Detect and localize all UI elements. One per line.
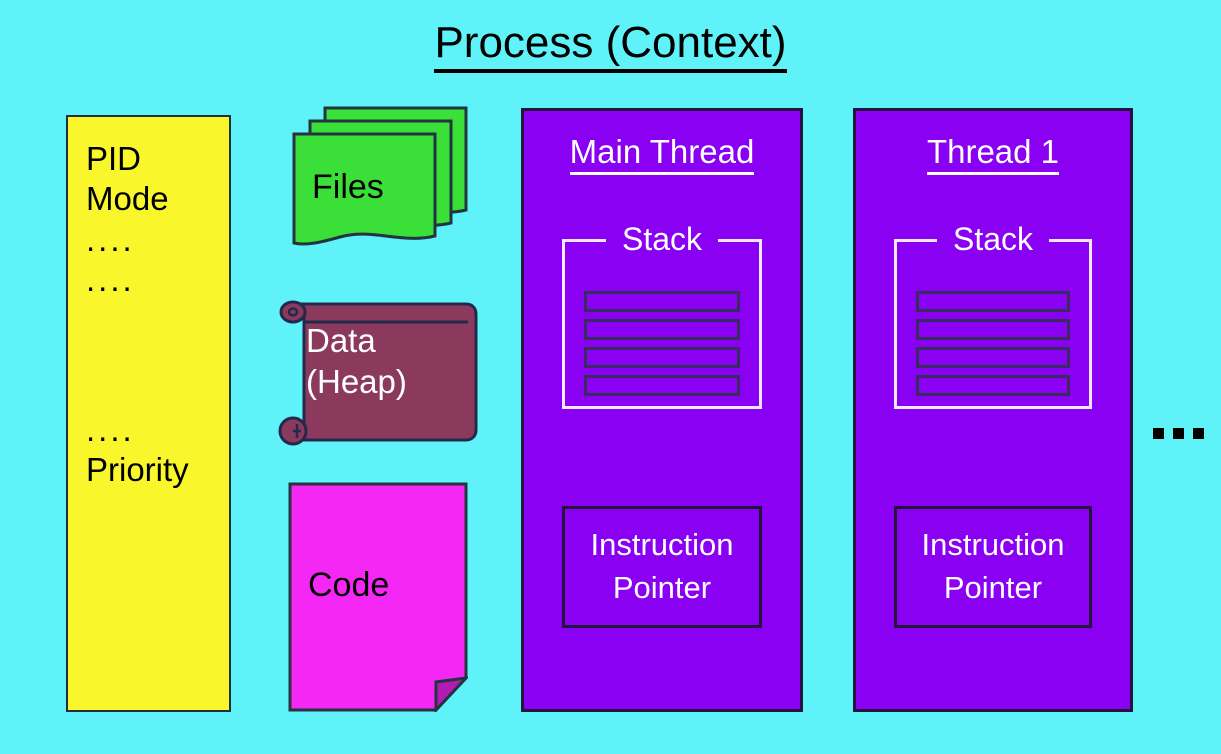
page-title-text: Process (Context)	[434, 18, 787, 73]
code-page-icon	[288, 482, 470, 714]
thread-title-main-text: Main Thread	[569, 133, 755, 175]
stack-frames-1	[916, 291, 1070, 403]
ellipsis-dot	[1173, 428, 1184, 439]
thread-title-1: Thread 1	[856, 133, 1130, 175]
instruction-pointer-box-main: Instruction Pointer	[562, 506, 762, 628]
instruction-pointer-box-1: Instruction Pointer	[894, 506, 1092, 628]
pcb-field-dots-1: ....	[86, 220, 135, 258]
files-resource: Files	[292, 106, 472, 251]
ellipsis-dot	[1153, 428, 1164, 439]
stack-frame	[584, 319, 740, 340]
files-label: Files	[312, 168, 384, 206]
more-threads-ellipsis-icon	[1153, 428, 1204, 439]
stack-frame	[584, 347, 740, 368]
instruction-pointer-label-1: Instruction Pointer	[921, 527, 1065, 605]
thread-title-1-text: Thread 1	[926, 133, 1060, 175]
heap-label-line1: Data	[306, 322, 376, 359]
stack-frame	[916, 319, 1070, 340]
pcb-field-pid: PID	[86, 140, 142, 177]
instruction-pointer-label-main: Instruction Pointer	[590, 527, 734, 605]
stack-frames-main	[584, 291, 740, 403]
stack-label-1: Stack	[936, 221, 1050, 258]
stack-frame	[916, 347, 1070, 368]
stack-group-main: Stack	[562, 221, 762, 409]
file-sheet-front-icon	[292, 132, 437, 252]
pcb-field-dots-2: ....	[86, 260, 135, 298]
ellipsis-dot	[1193, 428, 1204, 439]
pcb-field-mode: Mode	[86, 180, 169, 218]
pcb-field-list: PID Mode .... .... .... Priority	[86, 139, 226, 491]
code-resource: Code	[288, 482, 470, 714]
pcb-field-priority: Priority	[86, 451, 189, 489]
stack-frame	[584, 375, 740, 396]
process-control-block: PID Mode .... .... .... Priority	[66, 115, 231, 712]
heap-label: Data (Heap)	[306, 320, 456, 403]
pcb-field-dots-3: ....	[86, 411, 135, 448]
page-title: Process (Context)	[0, 18, 1221, 73]
stack-frame	[916, 291, 1070, 312]
stack-group-1: Stack	[894, 221, 1092, 409]
pcb-spacer	[86, 300, 226, 410]
scroll-icon	[278, 300, 478, 446]
stack-frame	[584, 291, 740, 312]
code-label: Code	[308, 566, 390, 604]
stack-label-main: Stack	[605, 221, 719, 258]
thread-panel-1: Thread 1 Stack Instruction Pointer	[853, 108, 1133, 712]
stack-frame	[916, 375, 1070, 396]
thread-title-main: Main Thread	[524, 133, 800, 175]
thread-panel-main: Main Thread Stack Instruction Pointer	[521, 108, 803, 712]
heap-label-line2: (Heap)	[306, 363, 407, 401]
heap-resource: Data (Heap)	[268, 288, 483, 446]
